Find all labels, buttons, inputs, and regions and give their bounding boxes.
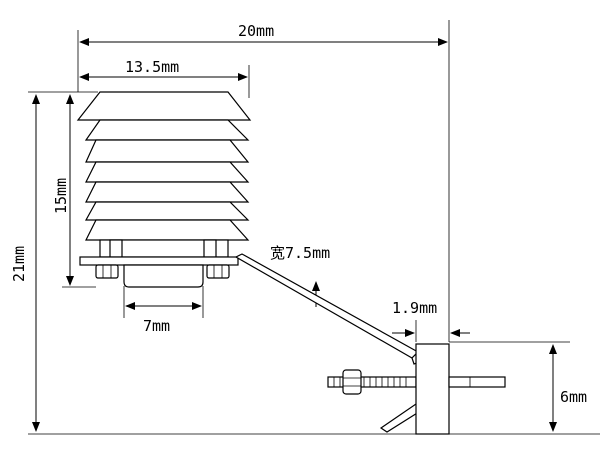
label-total-width: 20mm [238, 22, 274, 40]
mounting-flange [79, 256, 239, 266]
extension-lines [28, 20, 600, 435]
shield-top-cap [76, 91, 252, 121]
shield-plate-3 [85, 161, 250, 183]
shield-plate-6 [85, 219, 250, 241]
shield-plate-2 [85, 139, 250, 163]
plate-body [415, 343, 450, 435]
dimension-lines [32, 38, 557, 432]
shield-plate-4 [85, 181, 250, 203]
rod-shaft [327, 376, 417, 388]
label-plate-thickness: 1.9mm [392, 299, 437, 317]
label-bracket-width: 宽7.5mm [270, 244, 330, 262]
mounting-plate [415, 343, 506, 435]
label-shield-height: 15mm [52, 178, 70, 214]
threaded-rod [327, 369, 417, 395]
nut-right [206, 264, 230, 279]
label-plate-height: 6mm [560, 388, 587, 406]
sensor-base [123, 264, 204, 288]
mounting-bracket [234, 253, 423, 433]
rod-nut [342, 369, 362, 395]
bracket-arm [234, 253, 419, 359]
standoff-right [203, 239, 217, 258]
shield-plate-1 [84, 119, 250, 141]
shield-plate-5 [84, 201, 250, 221]
standoff-left [109, 239, 123, 258]
label-base-width: 7mm [143, 317, 170, 335]
dimension-labels: 20mm 13.5mm 15mm 21mm 7mm 宽7.5mm 1.9mm 6… [10, 22, 587, 406]
radiation-shield [76, 91, 252, 288]
nut-left [95, 264, 119, 279]
label-total-height: 21mm [10, 246, 28, 282]
label-shield-width: 13.5mm [125, 58, 179, 76]
plate-pin [448, 376, 506, 388]
